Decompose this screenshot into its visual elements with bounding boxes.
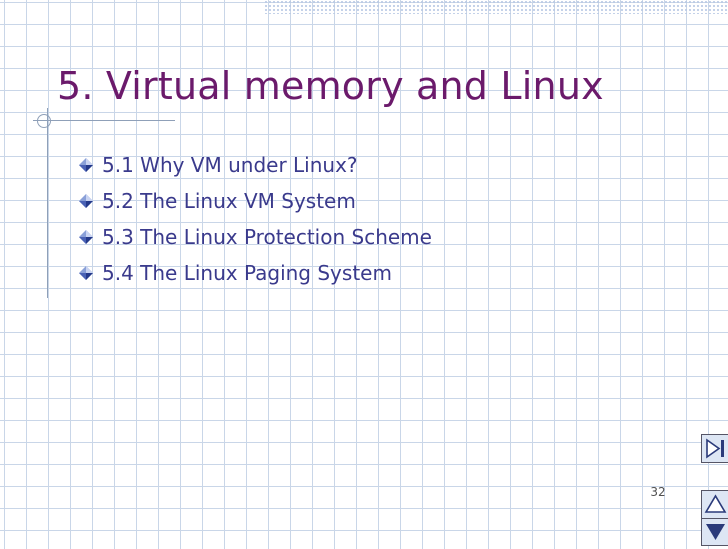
diamond-bullet-icon [79, 194, 93, 208]
previous-slide-icon [704, 494, 727, 513]
bullet-label: 5.3 The Linux Protection Scheme [102, 225, 432, 249]
bullet-item[interactable]: 5.4 The Linux Paging System [78, 255, 432, 291]
corner-circle-ornament [37, 114, 51, 128]
dotted-header-band [264, 0, 728, 14]
title-divider-vertical [47, 108, 48, 298]
next-slide-icon [706, 524, 725, 540]
last-slide-icon [706, 438, 724, 459]
previous-slide-button[interactable] [701, 490, 728, 519]
bullet-item[interactable]: 5.1 Why VM under Linux? [78, 147, 432, 183]
last-slide-button[interactable] [701, 434, 728, 463]
slide-title: 5. Virtual memory and Linux [57, 64, 604, 108]
diamond-bullet-icon [79, 158, 93, 172]
bullet-label: 5.4 The Linux Paging System [102, 261, 392, 285]
bullet-label: 5.1 Why VM under Linux? [102, 153, 358, 177]
next-slide-button[interactable] [701, 518, 728, 546]
bullet-item[interactable]: 5.2 The Linux VM System [78, 183, 432, 219]
bullet-list: 5.1 Why VM under Linux? 5.2 The Linux VM… [78, 147, 432, 291]
title-divider-horizontal [33, 120, 175, 121]
bullet-item[interactable]: 5.3 The Linux Protection Scheme [78, 219, 432, 255]
diamond-bullet-icon [79, 266, 93, 280]
diamond-bullet-icon [79, 230, 93, 244]
bullet-label: 5.2 The Linux VM System [102, 189, 356, 213]
slide-number: 32 [650, 485, 666, 499]
